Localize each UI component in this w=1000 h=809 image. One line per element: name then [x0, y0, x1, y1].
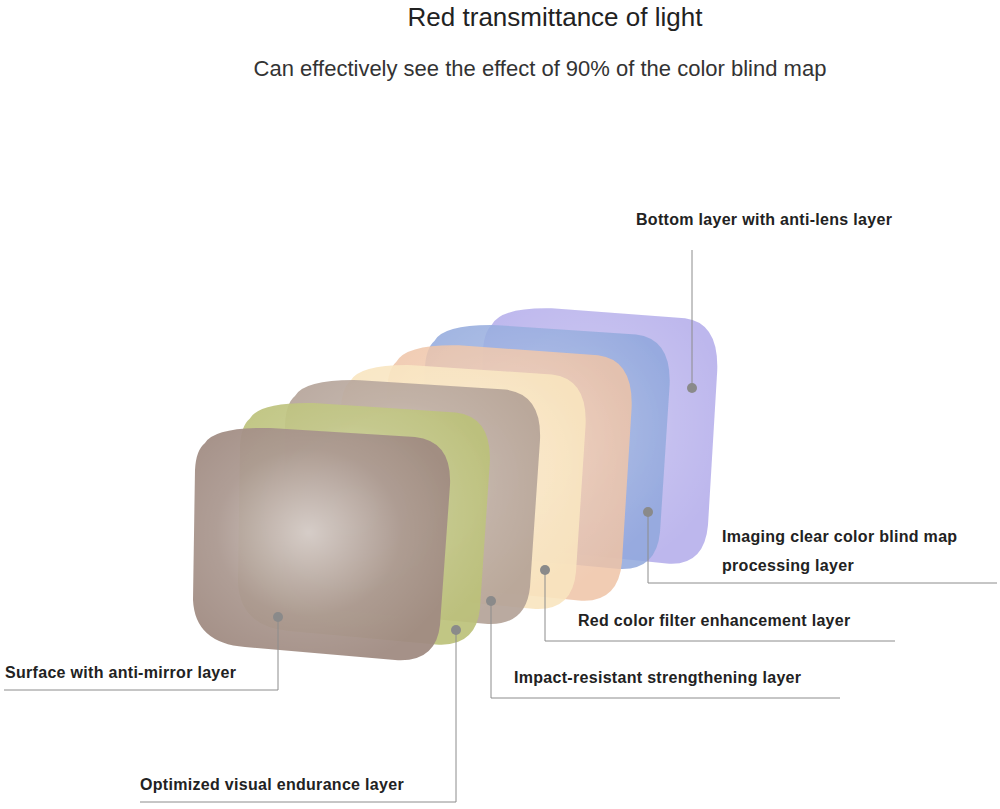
- leader-line: [648, 512, 997, 583]
- leader-dots: [273, 383, 697, 635]
- layer-label: Imaging clear color blind map processing…: [722, 522, 972, 580]
- leader-line: [545, 570, 895, 641]
- leader-dot: [451, 625, 461, 635]
- diagram-title: Red transmittance of light: [0, 2, 1000, 33]
- leader-dot: [687, 383, 697, 393]
- leader-line: [692, 250, 693, 388]
- layer-label: Optimized visual endurance layer: [140, 770, 470, 799]
- leader-lines: [4, 250, 997, 802]
- leader-dot: [273, 612, 283, 622]
- lens-layer: [193, 428, 450, 660]
- layer-label: Impact-resistant strengthening layer: [514, 663, 854, 692]
- subtitle: Can effectively see the effect of 90% of…: [0, 56, 1000, 82]
- leader-dot: [643, 507, 653, 517]
- layer-label: Red color filter enhancement layer: [578, 606, 908, 635]
- layer-label: Surface with anti-mirror layer: [5, 658, 305, 687]
- leader-dot: [486, 596, 496, 606]
- layer-label: Bottom layer with anti-lens layer: [636, 205, 996, 234]
- leader-dot: [540, 565, 550, 575]
